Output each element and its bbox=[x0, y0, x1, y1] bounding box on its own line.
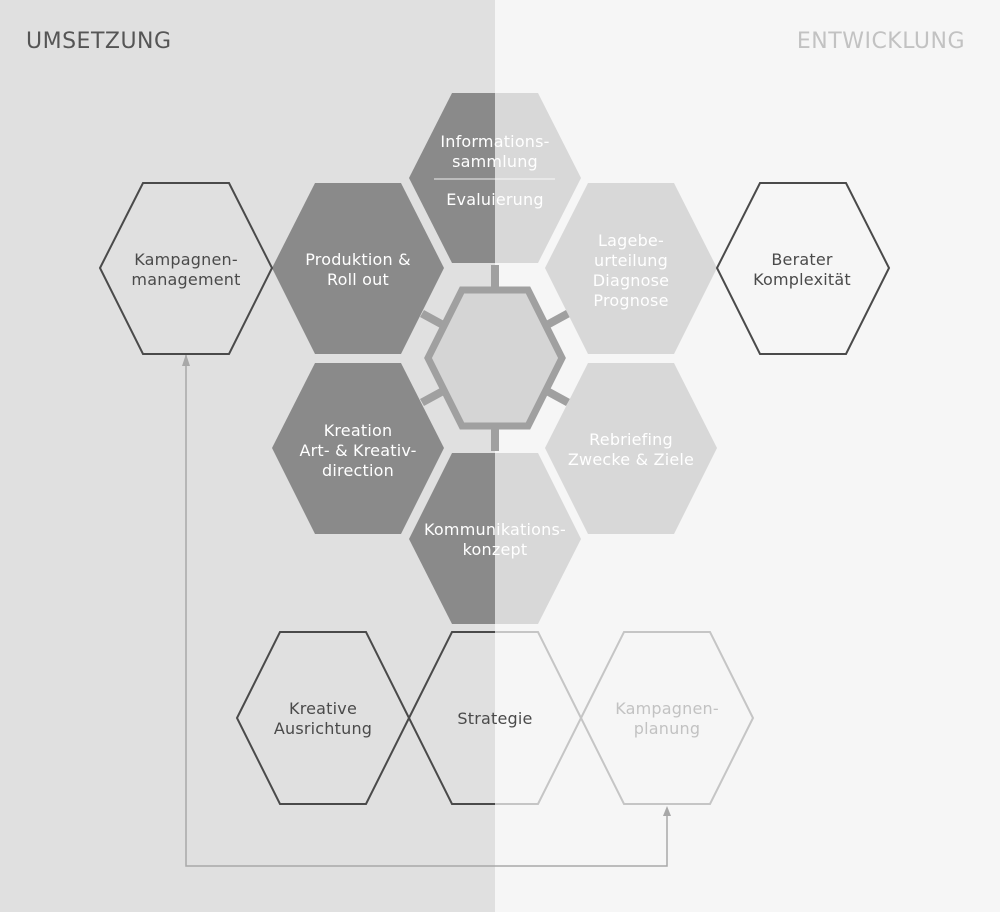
hex-label-line: Kommunikations- bbox=[424, 520, 566, 539]
hex-label-line: Prognose bbox=[593, 291, 668, 310]
center-hexagon bbox=[424, 286, 566, 430]
hex-label-line: Art- & Kreativ- bbox=[299, 441, 416, 460]
center-connectors bbox=[420, 265, 570, 451]
hex-label-line: Berater bbox=[771, 250, 833, 269]
hex-label-line: direction bbox=[322, 461, 394, 480]
hex-label-line: Evaluierung bbox=[446, 190, 543, 209]
hex-label-line: management bbox=[131, 270, 240, 289]
hex-kommunikationskonzept: Kommunikations-konzept bbox=[409, 453, 581, 624]
arrow-head-up-right bbox=[663, 806, 671, 816]
hex-kampagnenplanung: Kampagnen-planung bbox=[579, 631, 755, 805]
hex-label-line: Roll out bbox=[327, 270, 389, 289]
hex-label-line: planung bbox=[634, 719, 700, 738]
hex-kampagnenmanagement: Kampagnen-management bbox=[98, 182, 274, 355]
informationssammlung-label: Informations-sammlung bbox=[440, 132, 549, 171]
kampagnenmanagement-label: Kampagnen-management bbox=[131, 250, 240, 289]
evaluierung-label: Evaluierung bbox=[446, 190, 543, 209]
hex-label-line: Kreation bbox=[324, 421, 393, 440]
hex-label-line: Lagebe- bbox=[598, 231, 664, 250]
hex-label-line: Produktion & bbox=[305, 250, 411, 269]
arrow-head-up bbox=[182, 354, 190, 366]
kampagnenplanung-label: Kampagnen-planung bbox=[615, 699, 719, 738]
hex-label-line: Ausrichtung bbox=[274, 719, 372, 738]
hex-label-line: konzept bbox=[463, 540, 528, 559]
hex-label-line: Zwecke & Ziele bbox=[568, 450, 694, 469]
strategie-label: Strategie bbox=[457, 709, 532, 728]
hex-label-line: Kampagnen- bbox=[615, 699, 719, 718]
hex-informationssammlung: Informations-sammlung Evaluierung bbox=[409, 93, 581, 263]
feedback-arrow-line bbox=[185, 354, 668, 867]
hex-label-line: Kreative bbox=[289, 699, 357, 718]
hex-label-line: urteilung bbox=[594, 251, 668, 270]
entwicklung-header: ENTWICKLUNG bbox=[797, 29, 965, 54]
hex-label-line: Strategie bbox=[457, 709, 532, 728]
hex-label-line: sammlung bbox=[452, 152, 538, 171]
umsetzung-header: UMSETZUNG bbox=[26, 29, 172, 54]
kommunikationskonzept-label: Kommunikations-konzept bbox=[424, 520, 566, 559]
hex-label-line: Komplexität bbox=[753, 270, 851, 289]
hex-label-line: Kampagnen- bbox=[134, 250, 238, 269]
hex-label-line: Informations- bbox=[440, 132, 549, 151]
hex-label-line: Rebriefing bbox=[589, 430, 673, 449]
produktion-label: Produktion &Roll out bbox=[305, 250, 411, 289]
hex-label-line: Diagnose bbox=[593, 271, 669, 290]
hex-produktion-roll-out: Produktion &Roll out bbox=[272, 183, 444, 354]
